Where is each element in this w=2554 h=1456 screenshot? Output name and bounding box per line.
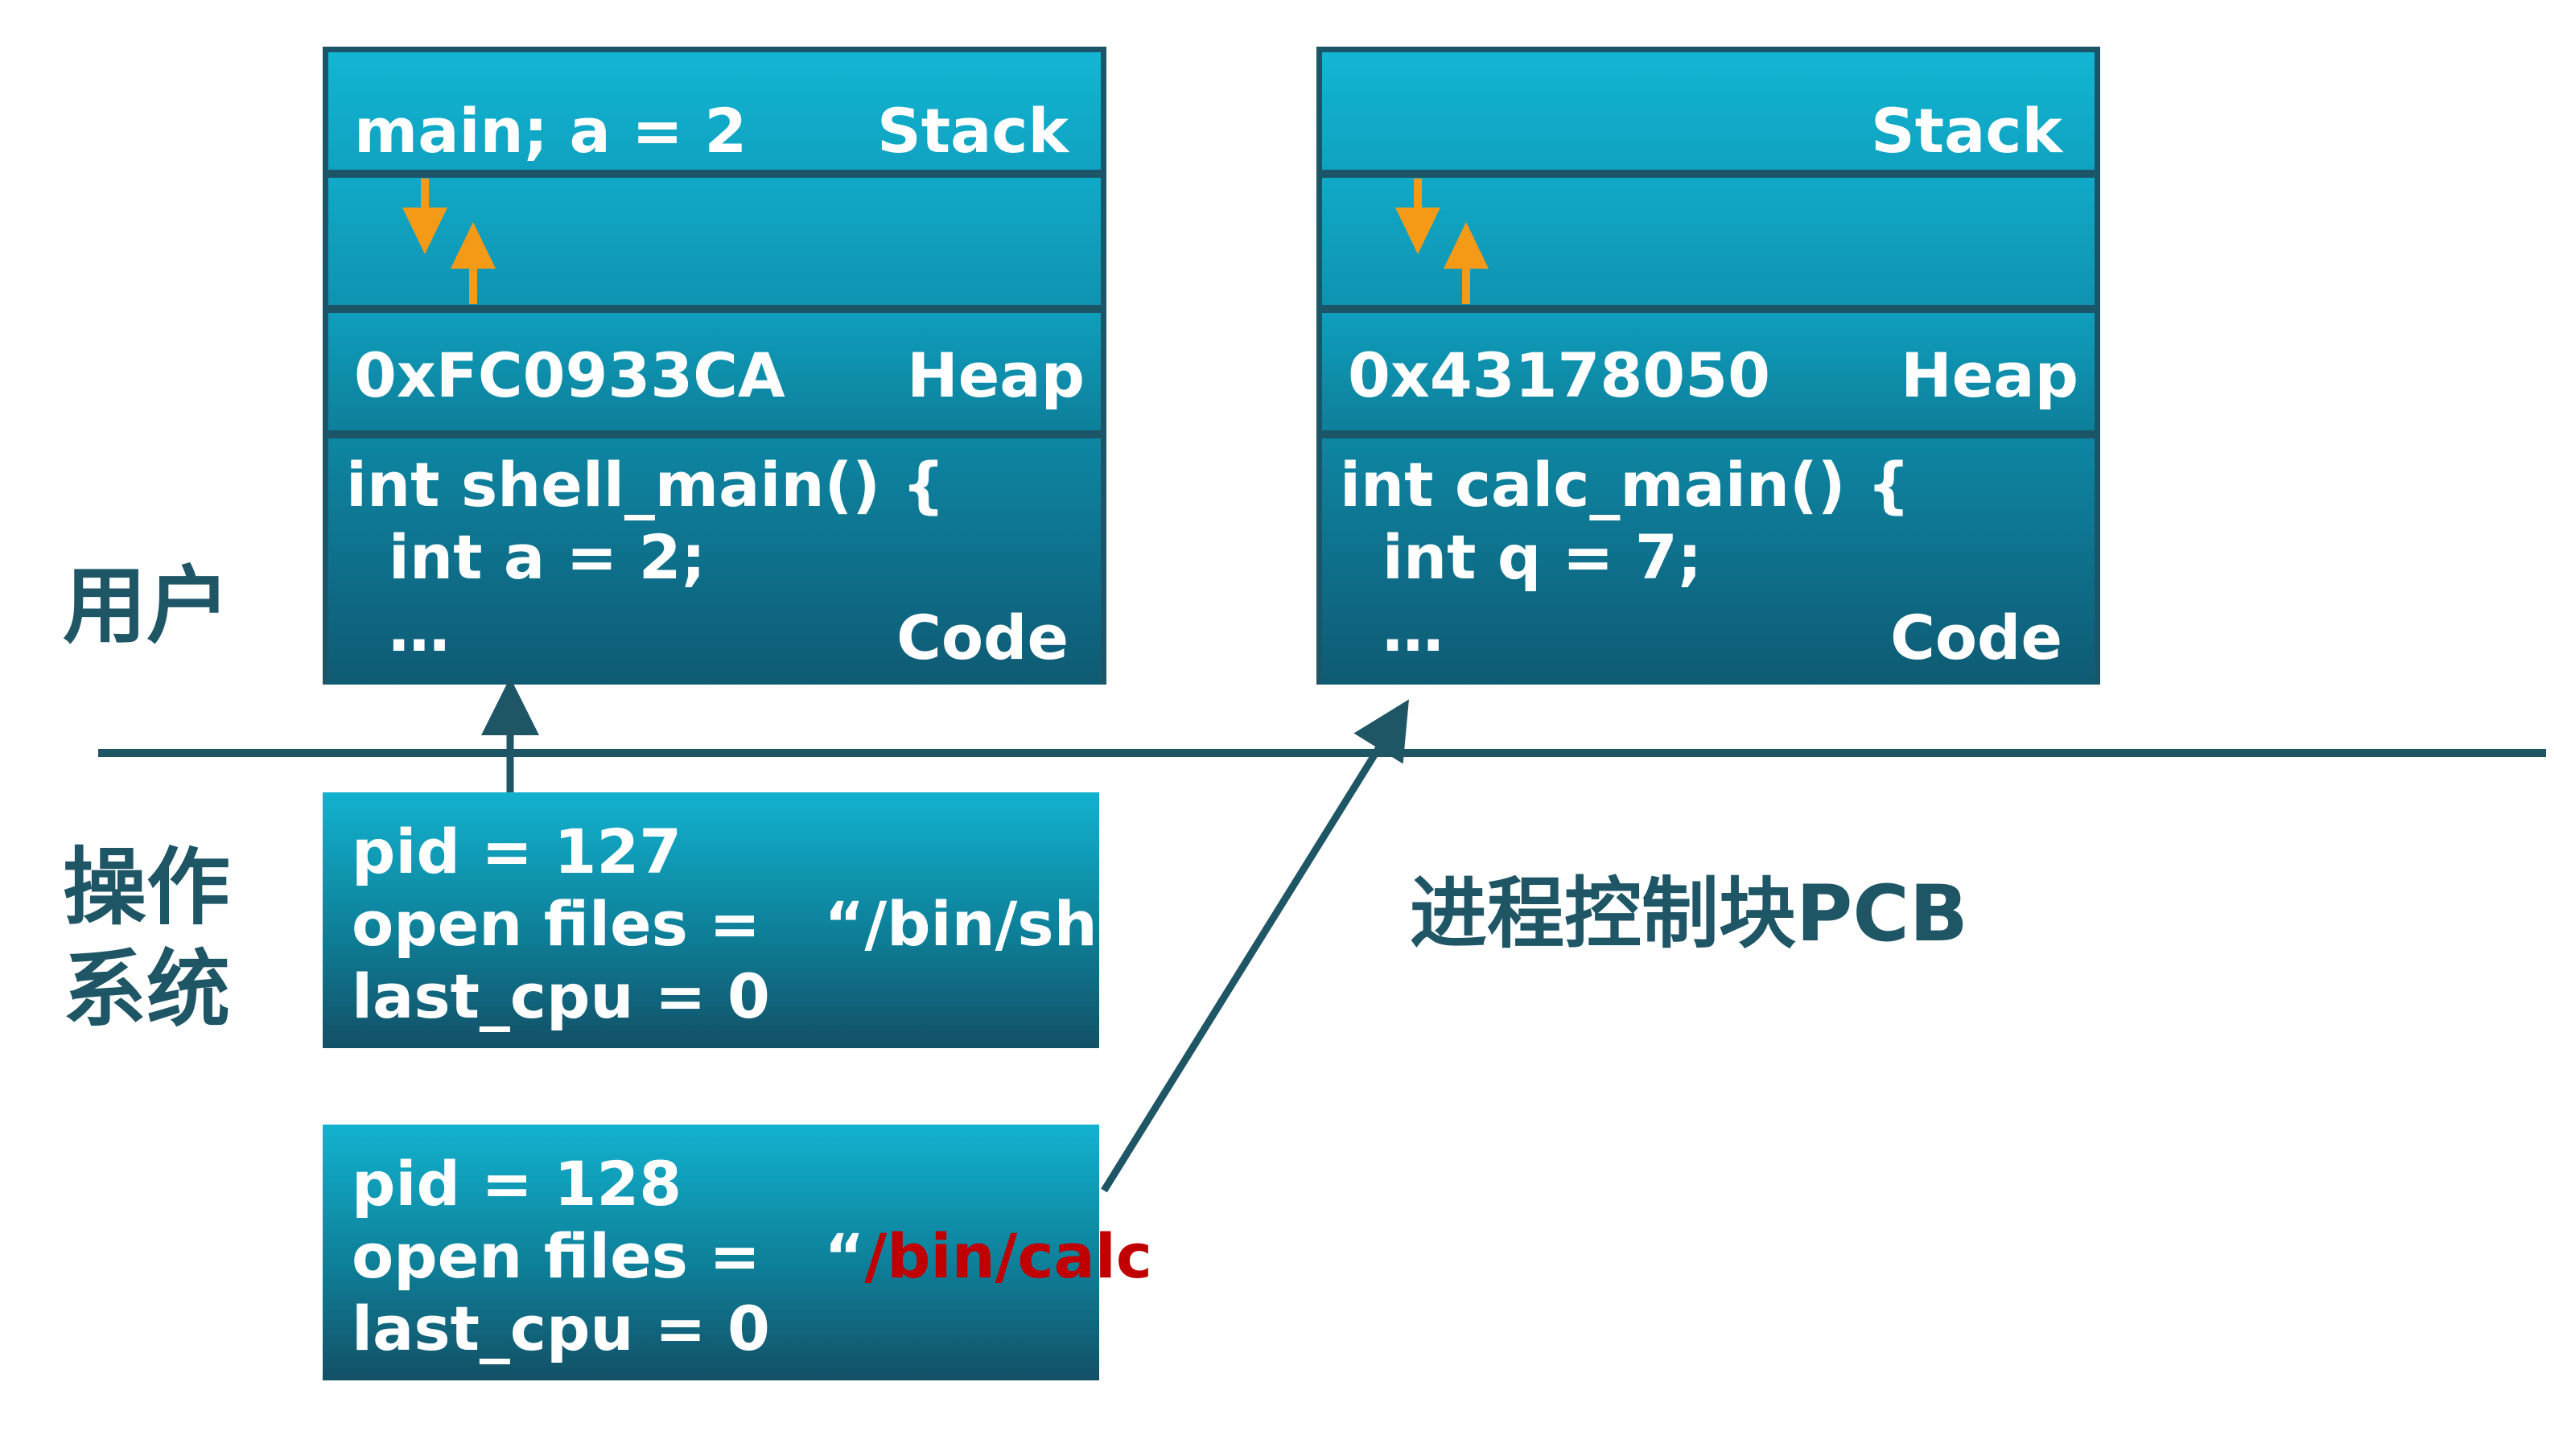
pcb-last-cpu: last_cpu = 0 <box>352 1293 770 1364</box>
code-line-3: … <box>1340 594 1444 665</box>
stack-content: main; a = 2 <box>354 95 748 167</box>
pcb-open-files: open files = “/bin/calc” <box>352 1226 1193 1287</box>
code-line-3: … <box>346 594 450 665</box>
heap-label: Heap <box>907 339 1085 411</box>
pcb-pid: pid = 127 <box>352 816 682 887</box>
code-line-1: int shell_main() { <box>346 449 945 520</box>
pcb-open-files-value: /bin/sh <box>864 888 1098 960</box>
pcb-open-files-suffix: ” <box>1097 888 1138 960</box>
heap-content: 0x43178050 <box>1348 339 1770 411</box>
code-line-1: int calc_main() { <box>1340 449 1911 520</box>
free-space-section <box>328 178 1101 305</box>
free-space-section <box>1322 178 2095 305</box>
pcb-open-files-value-highlight: /bin/calc <box>864 1220 1152 1292</box>
stack-section: Stack <box>1322 52 2095 170</box>
pcb-open-files: open files = “/bin/sh” <box>352 894 1138 955</box>
code-section: int calc_main() { int q = 7; … Code <box>1322 438 2095 685</box>
user-space-label: 用户 <box>63 557 231 655</box>
pcb-shell: pid = 127 open files = “/bin/sh” last_cp… <box>323 792 1138 1048</box>
pcb-calc: pid = 128 open files = “/bin/calc” last_… <box>323 1125 1193 1380</box>
os-space-label: 操作 系统 <box>63 837 230 1041</box>
stack-label: Stack <box>1871 95 2062 167</box>
code-line-2: int a = 2; <box>346 521 706 593</box>
heap-content: 0xFC0933CA <box>354 339 785 411</box>
code-line-2: int q = 7; <box>1340 521 1703 593</box>
stack-label: Stack <box>877 95 1069 167</box>
pcb-open-files-prefix: open files = “ <box>352 1220 865 1292</box>
pcb-open-files-suffix: ” <box>1151 1220 1193 1292</box>
pcb-to-process-arrow-calc <box>1101 699 1409 1193</box>
code-label: Code <box>1890 602 2062 673</box>
process-memory-shell: main; a = 2 Stack 0xFC0933CA Heap int sh… <box>323 47 1106 685</box>
heap-grows-up-icon <box>451 222 496 304</box>
pcb-open-files-prefix: open files = “ <box>352 888 865 960</box>
stack-grows-down-icon <box>402 179 447 254</box>
process-memory-calc: Stack 0x43178050 Heap int calc_main() { … <box>1316 47 2100 685</box>
pcb-label: 进程控制块PCB <box>1410 869 1968 959</box>
stack-grows-down-icon <box>1395 179 1440 254</box>
heap-label: Heap <box>1901 339 2078 411</box>
code-section: int shell_main() { int a = 2; … Code <box>328 438 1101 685</box>
heap-section: 0xFC0933CA Heap <box>328 313 1101 430</box>
stack-section: main; a = 2 Stack <box>328 52 1101 170</box>
code-label: Code <box>896 602 1069 673</box>
heap-section: 0x43178050 Heap <box>1322 313 2095 430</box>
os-label-line-2: 系统 <box>63 940 231 1039</box>
pcb-last-cpu: last_cpu = 0 <box>352 960 770 1032</box>
os-label-line-1: 操作 <box>63 838 231 936</box>
heap-grows-up-icon <box>1444 222 1489 304</box>
pcb-pid: pid = 128 <box>352 1148 682 1220</box>
